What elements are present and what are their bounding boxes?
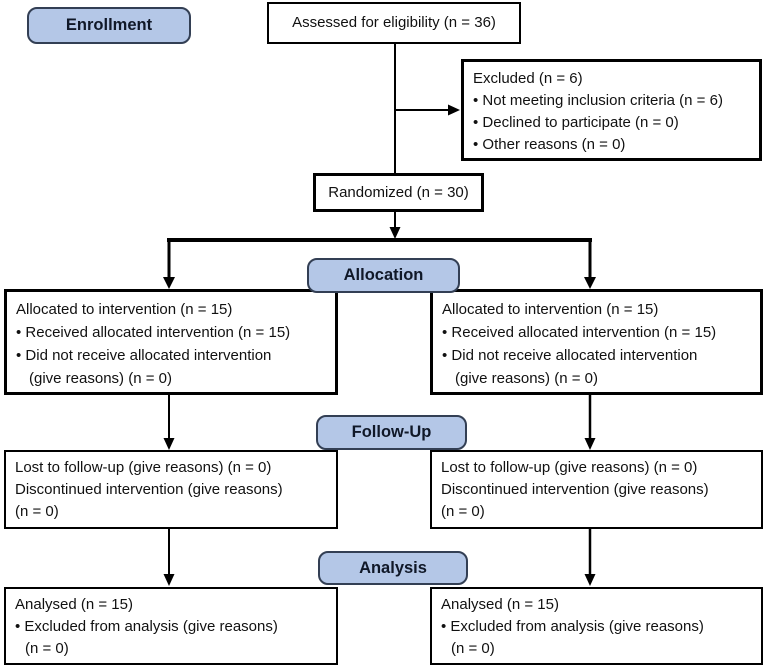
box-excluded: Excluded (n = 6) • Not meeting inclusion… (461, 59, 762, 161)
box-analysis-left: Analysed (n = 15) • Excluded from analys… (4, 587, 338, 665)
followup-left-line: (n = 0) (15, 503, 59, 520)
stage-label-followup: Follow-Up (316, 415, 467, 450)
box-analysis-right: Analysed (n = 15) • Excluded from analys… (430, 587, 763, 665)
branch-line (163, 238, 596, 289)
allocation-right-line: (give reasons) (n = 0) (455, 370, 598, 387)
box-randomized-text: Randomized (n = 30) (328, 183, 469, 201)
allocation-right-line: • Did not receive allocated intervention (442, 347, 698, 364)
excluded-line: • Declined to participate (n = 0) (473, 114, 679, 131)
followup-left-line: Lost to follow-up (give reasons) (n = 0) (15, 459, 272, 476)
box-followup-left: Lost to follow-up (give reasons) (n = 0)… (4, 450, 338, 529)
allocation-left-line: • Did not receive allocated intervention (16, 347, 272, 364)
allocation-left-line: Allocated to intervention (n = 15) (16, 301, 233, 318)
followup-right-line: (n = 0) (441, 503, 485, 520)
arrow-randomized-to-branch (389, 211, 401, 239)
box-assessed: Assessed for eligibility (n = 36) (267, 2, 521, 44)
box-randomized: Randomized (n = 30) (313, 173, 484, 212)
allocation-right-line: Allocated to intervention (n = 15) (442, 301, 659, 318)
stage-label-allocation: Allocation (307, 258, 460, 293)
excluded-line: • Not meeting inclusion criteria (n = 6) (473, 92, 723, 109)
analysis-right-line: (n = 0) (451, 640, 495, 657)
stage-label-enrollment: Enrollment (27, 7, 191, 44)
box-followup-right: Lost to follow-up (give reasons) (n = 0)… (430, 450, 763, 529)
allocation-right-line: • Received allocated intervention (n = 1… (442, 324, 717, 341)
arrow-followup-to-analysis-right (584, 529, 596, 586)
arrow-followup-to-analysis-left (163, 529, 175, 586)
allocation-left-line: • Received allocated intervention (n = 1… (16, 324, 291, 341)
arrow-allocation-to-followup-left (163, 395, 175, 450)
arrow-allocation-to-followup-right (584, 395, 596, 450)
box-assessed-text: Assessed for eligibility (n = 36) (292, 14, 496, 31)
analysis-left-line: (n = 0) (25, 640, 69, 657)
box-allocation-left: Allocated to intervention (n = 15) • Rec… (4, 289, 338, 395)
allocation-left-line: (give reasons) (n = 0) (29, 370, 172, 387)
followup-right-line: Discontinued intervention (give reasons) (441, 481, 709, 498)
analysis-left-line: Analysed (n = 15) (15, 596, 133, 613)
analysis-left-line: • Excluded from analysis (give reasons) (15, 618, 278, 635)
analysis-right-line: • Excluded from analysis (give reasons) (441, 618, 704, 635)
excluded-line: • Other reasons (n = 0) (473, 136, 626, 153)
stage-label-analysis: Analysis (318, 551, 468, 585)
followup-right-line: Lost to follow-up (give reasons) (n = 0) (441, 459, 698, 476)
arrow-to-excluded (395, 104, 460, 116)
analysis-right-line: Analysed (n = 15) (441, 596, 559, 613)
excluded-line: Excluded (n = 6) (473, 70, 583, 87)
followup-left-line: Discontinued intervention (give reasons) (15, 481, 283, 498)
box-allocation-right: Allocated to intervention (n = 15) • Rec… (430, 289, 763, 395)
